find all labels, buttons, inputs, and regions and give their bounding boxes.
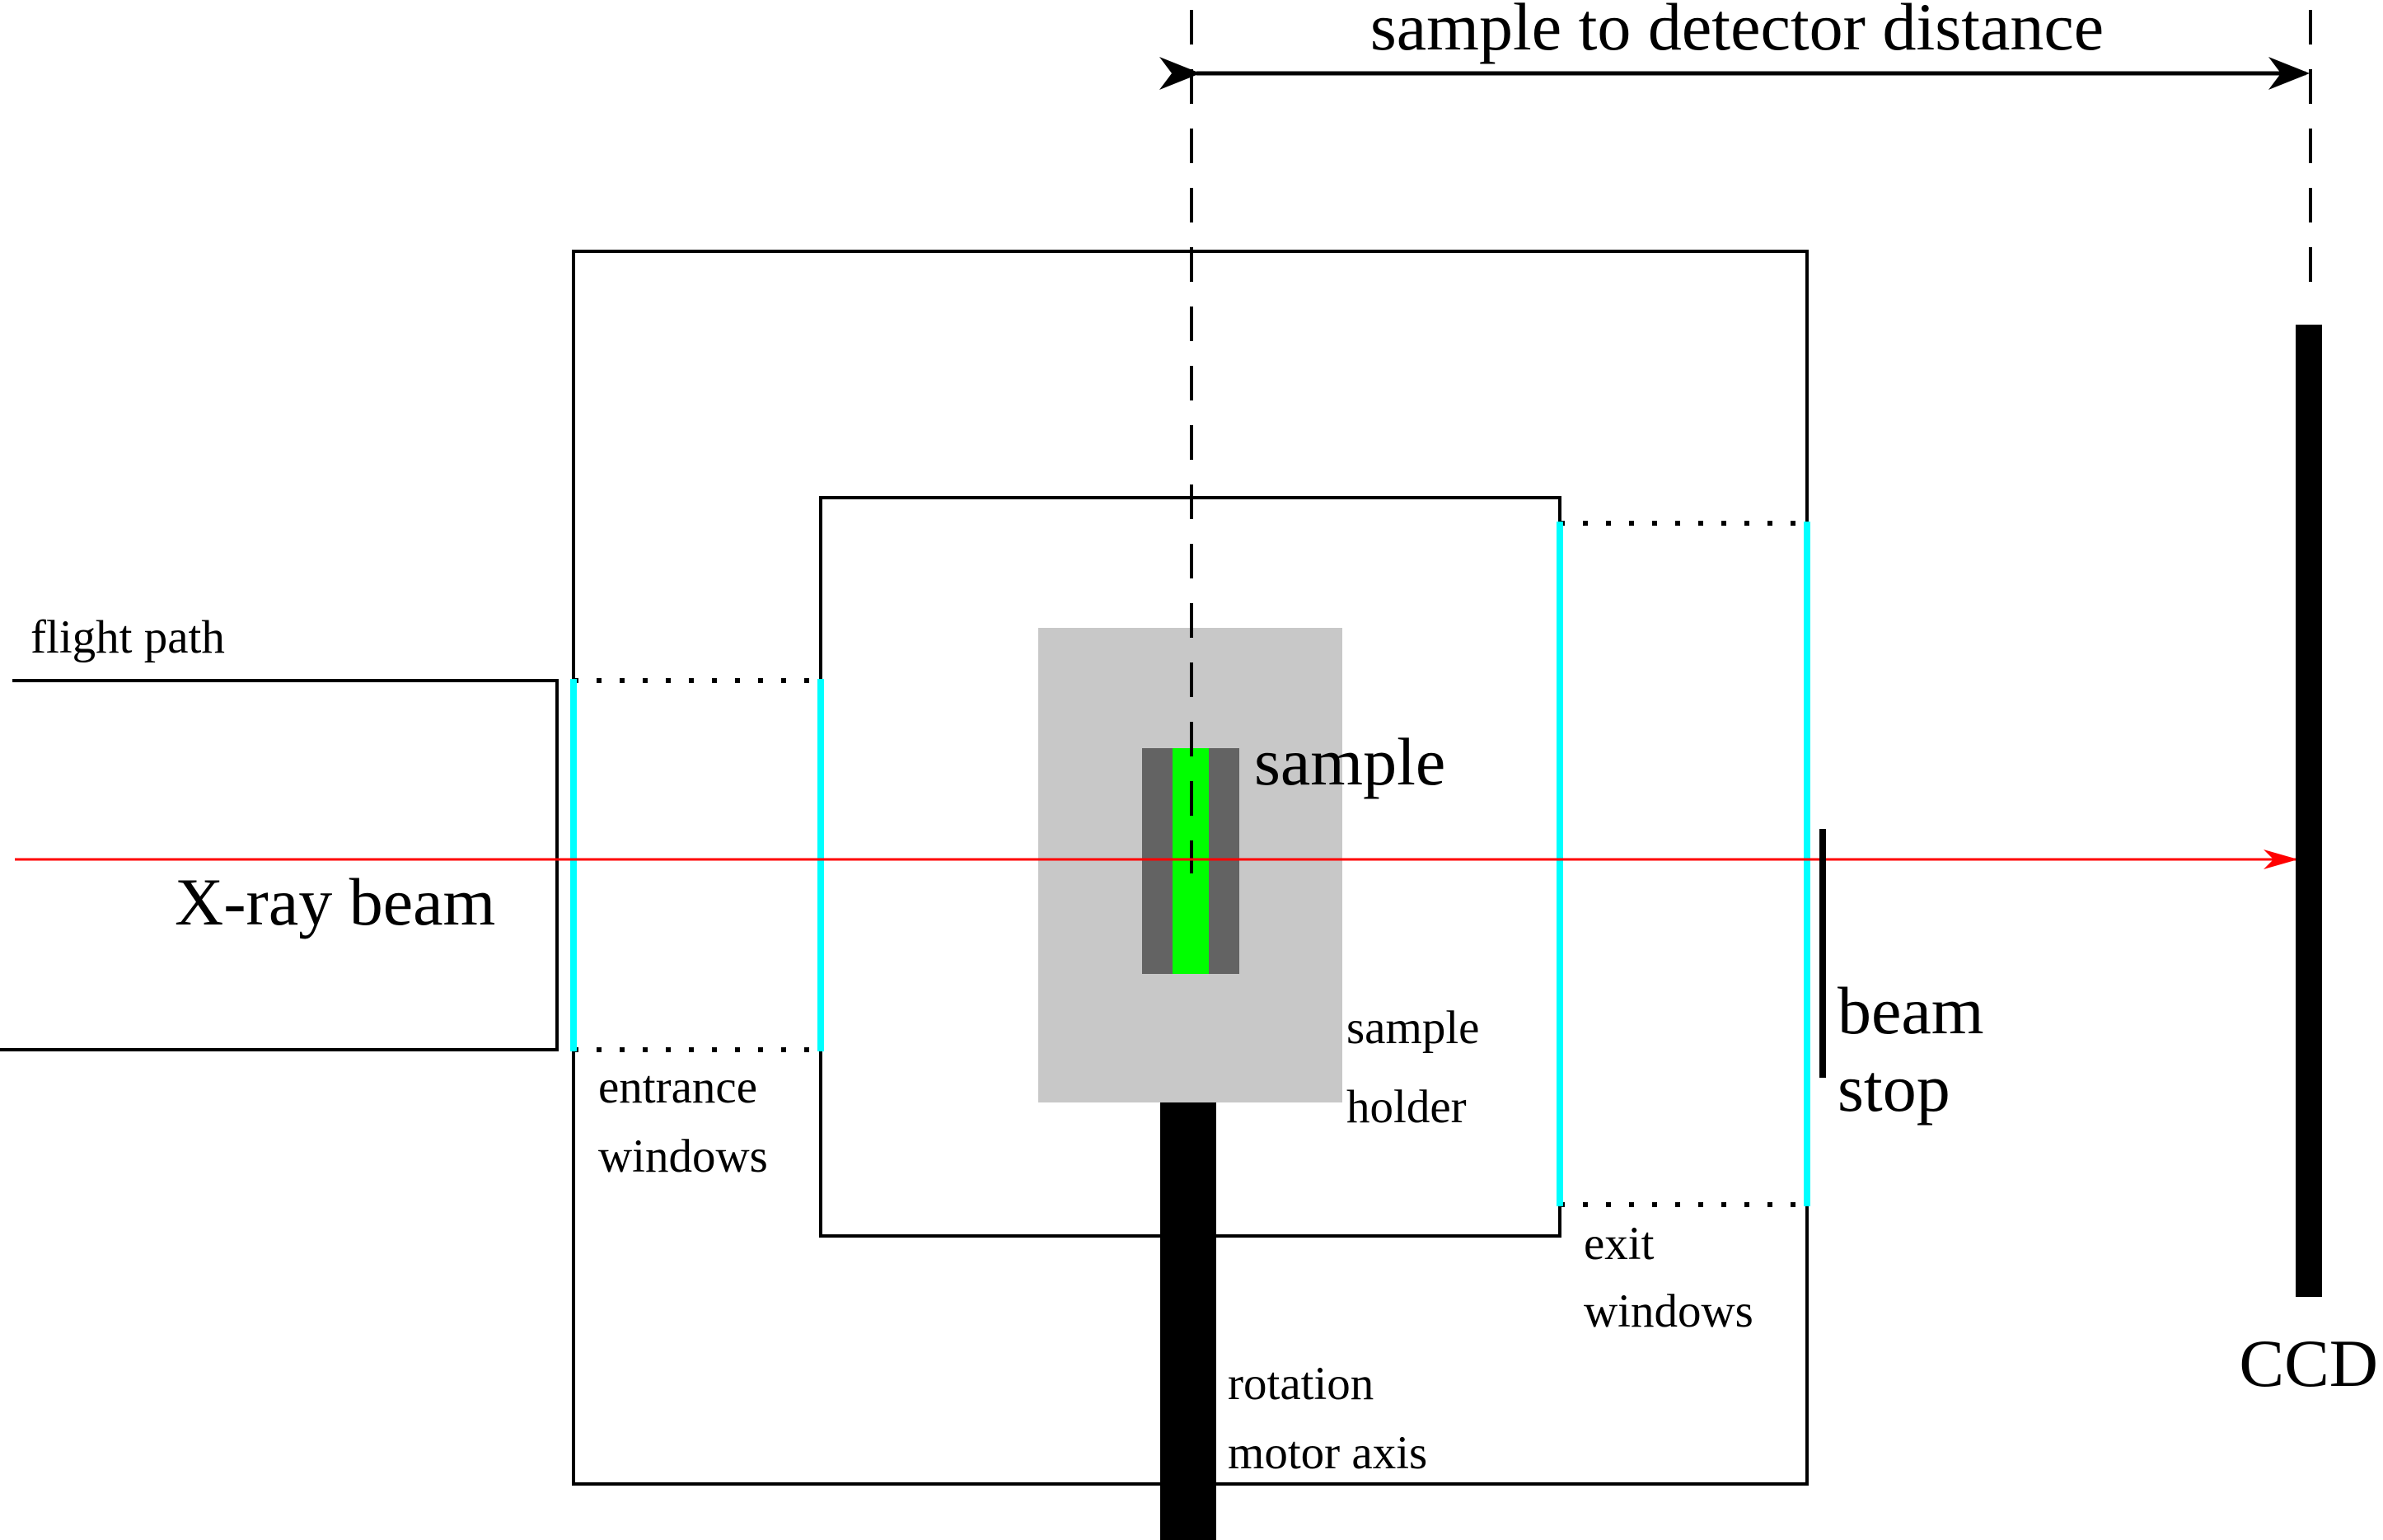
entrance-windows-label-line1: entrance (598, 1061, 757, 1113)
flight-path-label: flight path (30, 611, 225, 663)
sample-holder-label-line1: sample (1346, 1002, 1479, 1054)
entrance-windows-label-line2: windows (598, 1130, 768, 1182)
ccd-detector (2296, 325, 2322, 1297)
rotation-motor-label-line2: motor axis (1228, 1427, 1427, 1479)
beam-stop-label-line2: stop (1838, 1051, 1950, 1126)
rotation-motor-label-line1: rotation (1228, 1358, 1374, 1410)
rotation-motor-axis (1160, 1102, 1216, 1540)
xray-beam-label: X-ray beam (175, 864, 495, 939)
beam-stop-label-line1: beam (1838, 973, 1984, 1048)
flight-path-tube (0, 679, 559, 1051)
sample-label: sample (1254, 724, 1445, 799)
exit-windows-label-line2: windows (1584, 1285, 1753, 1337)
sample-holder-label-line2: holder (1346, 1081, 1467, 1133)
ccd-label: CCD (2239, 1326, 2378, 1401)
exit-windows-label-line1: exit (1584, 1218, 1655, 1270)
sample-to-detector-label: sample to detector distance (1370, 0, 2104, 64)
